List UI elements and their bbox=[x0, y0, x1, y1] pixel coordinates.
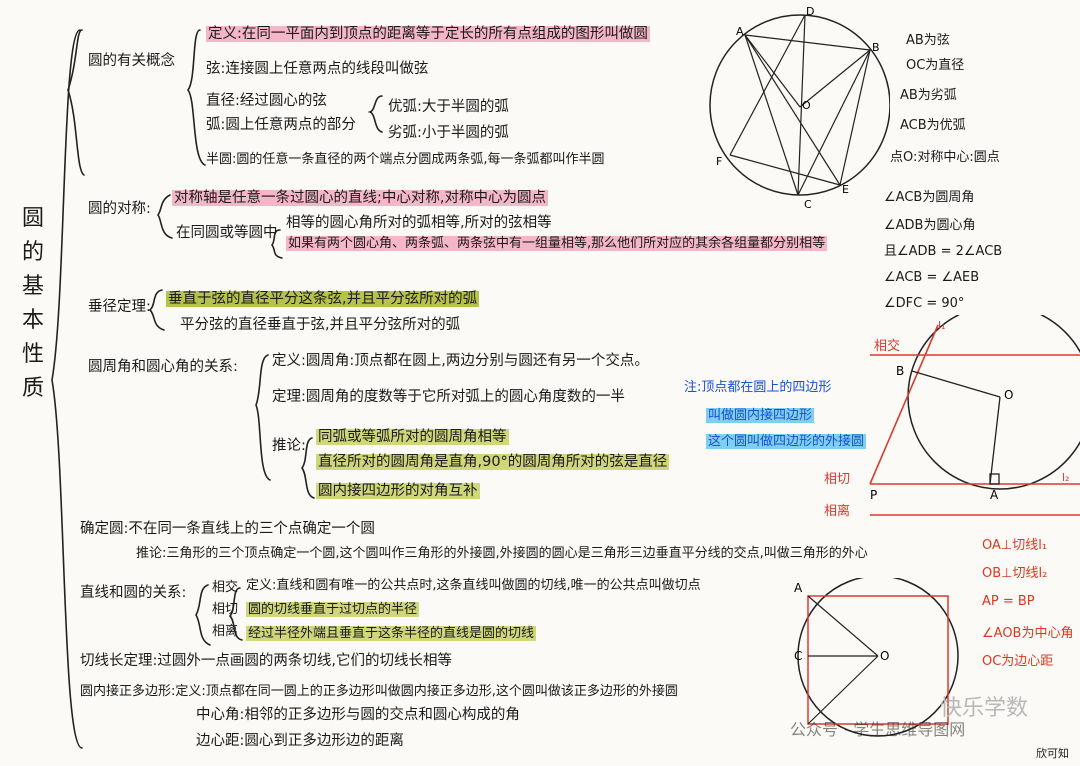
watermark-source: 公众号 · 学生思维导图网 bbox=[790, 720, 966, 739]
fig3-label: A bbox=[794, 581, 803, 595]
fig2-note: OB⊥切线l₂ bbox=[982, 566, 1048, 581]
inscribed-cor-3: 圆内接四边形的对角互补 bbox=[316, 482, 480, 500]
line-circle-converse: 经过半径外端且垂直于这条半径的直线是圆的切线 bbox=[246, 626, 537, 642]
inscribed-theorem: 定理:圆周角的度数等于它所对弧上的圆心角度数的一半 bbox=[272, 389, 625, 405]
fig1-label: A bbox=[736, 25, 744, 38]
angle-note: ∠DFC = 90° bbox=[884, 296, 965, 311]
fig1-label: B bbox=[872, 41, 880, 54]
fig2-label: O bbox=[1004, 388, 1013, 402]
blue-note-2-text: 叫做圆内接四边形 bbox=[706, 408, 815, 423]
fig1-label: E bbox=[842, 183, 849, 196]
fig2-note: OA⊥切线l₁ bbox=[982, 538, 1048, 553]
fig2-note: ∠AOB为中心角 bbox=[982, 626, 1074, 641]
title-char: 质 bbox=[22, 376, 45, 401]
fig2-label: A bbox=[990, 488, 999, 502]
symmetry-axis-text: 对称轴是任意一条过圆心的直线;中心对称,对称中心为圆点 bbox=[172, 190, 548, 206]
right-note: ACB为优弧 bbox=[900, 118, 966, 133]
fig3-label: C bbox=[794, 649, 802, 663]
line-circle-label-1: 相交 bbox=[212, 580, 239, 595]
polygon-line-1: 圆内接正多边形:定义:顶点都在同一圆上的正多边形叫做圆内接正多边形,这个圆叫做该… bbox=[80, 684, 678, 699]
fig1-label: C bbox=[804, 198, 812, 211]
inscribed-cor-2-text: 直径所对的圆周角是直角,90°的圆周角所对的弦是直径 bbox=[316, 454, 670, 470]
perp-line-1-text: 垂直于弦的直径平分这条弦,并且平分弦所对的弧 bbox=[166, 291, 480, 307]
perp-line-2: 平分弦的直径垂直于弦,并且平分弦所对的弧 bbox=[180, 317, 461, 333]
page-title: 圆 的 基 本 性 质 bbox=[22, 205, 50, 403]
fig1-label: O bbox=[802, 99, 811, 112]
title-char: 的 bbox=[22, 240, 45, 265]
line-circle-converse-text: 经过半径外端且垂直于这条半径的直线是圆的切线 bbox=[246, 626, 537, 641]
right-note: AB为劣弧 bbox=[900, 88, 957, 103]
line-circle-def: 定义:直线和圆有唯一的公共点时,这条直线叫做圆的切线,唯一的公共点叫做切点 bbox=[246, 578, 701, 593]
fig2-label: B bbox=[896, 364, 904, 378]
fig2-label: 相切 bbox=[824, 472, 850, 487]
inscribed-cor-2: 直径所对的圆周角是直角,90°的圆周角所对的弦是直径 bbox=[316, 453, 670, 471]
inscribed-cor-1: 同弧或等弧所对的圆周角相等 bbox=[316, 428, 509, 446]
symmetry-equal: 相等的圆心角所对的弧相等,所对的弦相等 bbox=[286, 215, 552, 231]
fig3-label: O bbox=[880, 649, 889, 663]
fig2-note: AP = BP bbox=[982, 594, 1035, 609]
concepts-chord: 弦:连接圆上任意两点的线段叫做弦 bbox=[206, 61, 429, 77]
watermark-brand: 快乐学数 bbox=[940, 696, 1029, 721]
inscribed-cor-1-text: 同弧或等弧所对的圆周角相等 bbox=[316, 429, 509, 445]
angle-note: ∠ADB为圆心角 bbox=[884, 218, 976, 233]
fig2-note: OC为边心距 bbox=[982, 654, 1054, 669]
fig1-label: F bbox=[716, 155, 722, 168]
blue-note-1: 注:顶点都在圆上的四边形 bbox=[684, 380, 832, 395]
fig2-label: 相离 bbox=[824, 503, 850, 519]
blue-note-3-text: 这个圆叫做四边形的外接圆 bbox=[706, 434, 867, 449]
right-note: AB为弦 bbox=[906, 33, 950, 48]
right-note: OC为直径 bbox=[906, 58, 965, 73]
inscribed-heading: 圆周角和圆心角的关系: bbox=[88, 359, 238, 375]
corner-signature: 欣可知 bbox=[1036, 747, 1069, 760]
title-char: 圆 bbox=[22, 206, 45, 231]
concepts-semicircle: 半圆:圆的任意一条直径的两个端点分圆成两条弧,每一条弧都叫作半圆 bbox=[206, 152, 605, 167]
figure-circle-chords: A D B O F C E bbox=[709, 5, 890, 211]
concepts-minor-arc: 劣弧:小于半圆的弧 bbox=[388, 125, 509, 141]
fig2-label: l₂ bbox=[1062, 471, 1069, 484]
angle-note: ∠ACB = ∠AEB bbox=[884, 270, 980, 285]
fig2-label: P bbox=[870, 488, 877, 502]
polygon-line-2: 中心角:相邻的正多边形与圆的交点和圆心构成的角 bbox=[196, 707, 520, 723]
fig1-label: D bbox=[806, 5, 814, 18]
concepts-diameter: 直径:经过圆心的弦 bbox=[206, 93, 327, 109]
fig2-label: 相交 bbox=[874, 338, 900, 354]
determine-line-2: 推论:三角形的三个顶点确定一个圆,这个圆叫作三角形的外接圆,外接圆的圆心是三角形… bbox=[136, 546, 868, 561]
concepts-arc: 弧:圆上任意两点的部分 bbox=[206, 117, 356, 133]
line-circle-perp: 圆的切线垂直于过切点的半径 bbox=[246, 602, 420, 618]
concepts-major-arc: 优弧:大于半圆的弧 bbox=[388, 99, 509, 115]
figure-inscribed-square: A C O bbox=[794, 578, 959, 737]
perp-heading: 垂径定理: bbox=[88, 299, 151, 315]
angle-note: 且∠ADB = 2∠ACB bbox=[884, 244, 1003, 259]
symmetry-axis: 对称轴是任意一条过圆心的直线;中心对称,对称中心为圆点 bbox=[172, 189, 548, 207]
determine-line-1: 确定圆:不在同一条直线上的三个点确定一个圆 bbox=[80, 521, 375, 537]
figure-tangents: 相交 B O 相切 相离 P A l₁ l₂ bbox=[824, 315, 1080, 519]
symmetry-if-text: 如果有两个圆心角、两条弧、两条弦中有一组量相等,那么他们所对应的其余各组量都分别… bbox=[286, 236, 828, 251]
inscribed-cor-label: 推论: bbox=[272, 438, 306, 454]
concepts-def: 定义:在同一平面内到顶点的距离等于定长的所有点组成的图形叫做圆 bbox=[206, 25, 650, 43]
symmetry-heading: 圆的对称: bbox=[88, 201, 151, 217]
perp-line-1: 垂直于弦的直径平分这条弦,并且平分弦所对的弧 bbox=[166, 290, 480, 308]
line-circle-label-3: 相离 bbox=[212, 624, 239, 639]
title-char: 性 bbox=[22, 342, 45, 367]
title-char: 本 bbox=[22, 308, 45, 333]
right-note: 点O:对称中心:圆点 bbox=[890, 150, 1000, 165]
fig2-label: l₁ bbox=[938, 319, 945, 332]
tangent-length: 切线长定理:过圆外一点画圆的两条切线,它们的切线长相等 bbox=[80, 653, 452, 669]
blue-note-3: 这个圆叫做四边形的外接圆 bbox=[706, 434, 867, 450]
inscribed-cor-3-text: 圆内接四边形的对角互补 bbox=[316, 483, 480, 499]
concepts-def-text: 定义:在同一平面内到顶点的距离等于定长的所有点组成的图形叫做圆 bbox=[206, 26, 650, 42]
blue-note-2: 叫做圆内接四边形 bbox=[706, 408, 815, 424]
polygon-line-3: 边心距:圆心到正多边形边的距离 bbox=[196, 733, 404, 749]
line-circle-label-2: 相切 bbox=[212, 602, 239, 617]
symmetry-same-circle: 在同圆或等圆中 bbox=[176, 225, 278, 241]
inscribed-def: 定义:圆周角:顶点都在圆上,两边分别与圆还有另一个交点。 bbox=[272, 353, 649, 369]
angle-note: ∠ACB为圆周角 bbox=[884, 190, 975, 205]
symmetry-if: 如果有两个圆心角、两条弧、两条弦中有一组量相等,那么他们所对应的其余各组量都分别… bbox=[286, 236, 828, 252]
title-char: 基 bbox=[22, 274, 45, 299]
concepts-heading: 圆的有关概念 bbox=[88, 53, 175, 69]
line-circle-perp-text: 圆的切线垂直于过切点的半径 bbox=[246, 602, 420, 617]
line-circle-heading: 直线和圆的关系: bbox=[80, 585, 187, 601]
